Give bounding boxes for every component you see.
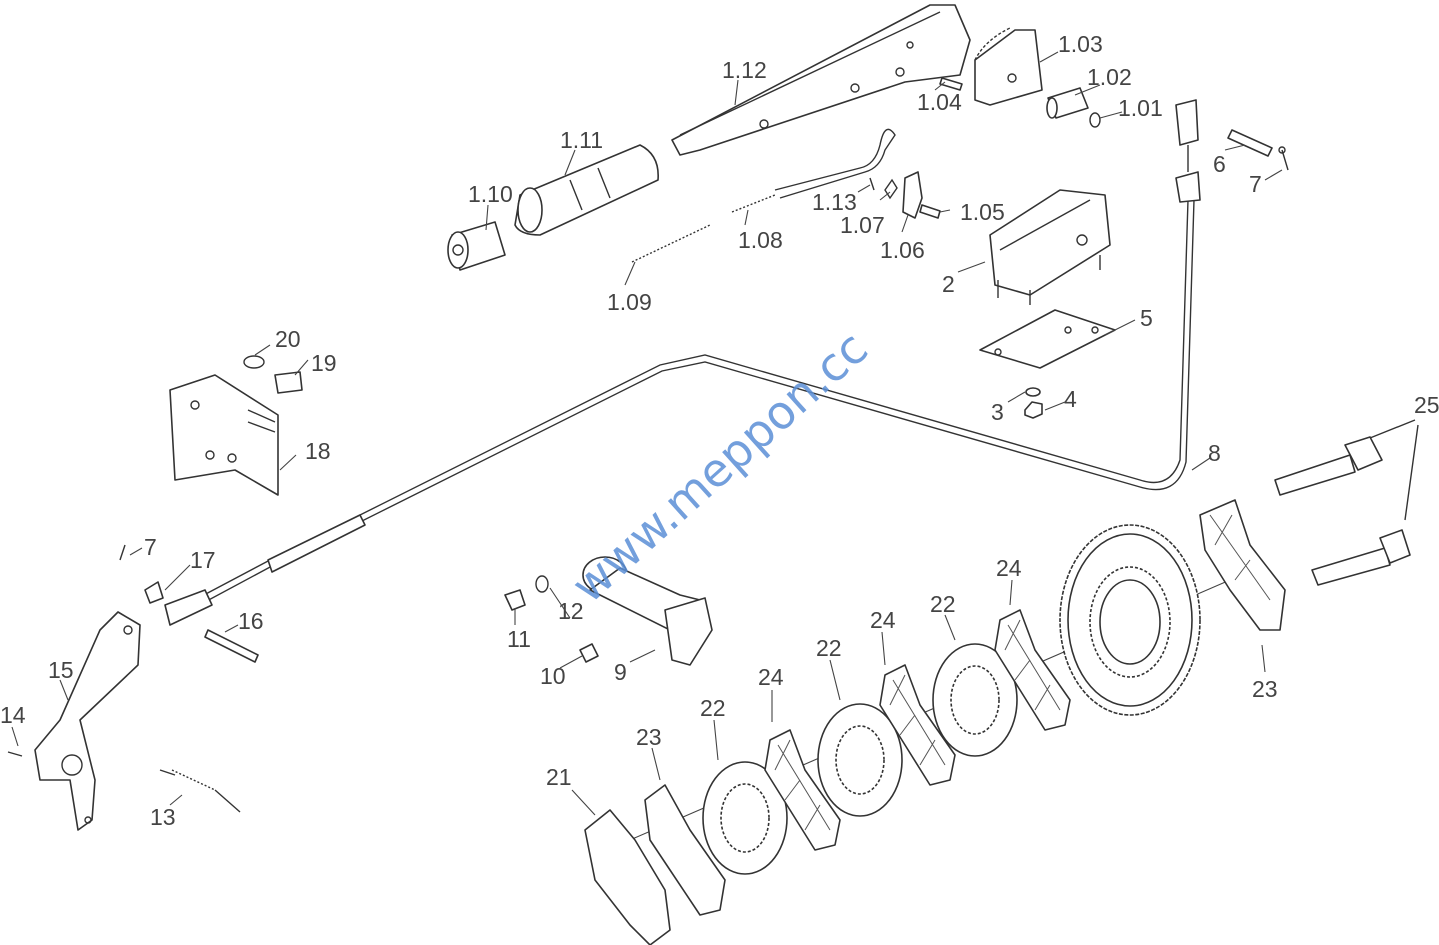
disc-spline: [950, 665, 1000, 735]
part-label: 8: [1208, 440, 1221, 466]
part-label: 24: [870, 607, 896, 633]
brake-disc-stack: [584, 499, 1286, 945]
part-label: 1.10: [468, 181, 513, 207]
part-cable: [164, 99, 1201, 626]
part-label: 17: [190, 547, 216, 573]
part-label: 23: [636, 724, 662, 750]
part-label: 7: [144, 534, 157, 560]
brake-pad: [764, 729, 841, 851]
part-label: 25: [1414, 392, 1439, 418]
part-pad-holder: [1199, 499, 1286, 631]
part-brake-lever: [7, 544, 259, 831]
part-label: 12: [558, 598, 584, 624]
part-handle-arm: [671, 4, 971, 156]
part-label: 1.05: [960, 199, 1005, 225]
brake-pad: [994, 609, 1071, 731]
disc-spline: [720, 783, 770, 853]
part-mount-plate: [169, 355, 303, 496]
part-pad-holder: [644, 784, 726, 916]
part-label: 24: [758, 664, 784, 690]
friction-hatch: [889, 674, 946, 766]
part-cam-shaft: [504, 556, 713, 666]
part-label: 5: [1140, 305, 1153, 331]
part-label: 1.11: [560, 127, 603, 153]
part-label: 4: [1064, 386, 1077, 412]
part-pins: [939, 77, 1289, 171]
part-springs: [631, 128, 941, 263]
part-label: 1.02: [1087, 64, 1132, 90]
part-label: 1.04: [917, 89, 962, 115]
part-label: 22: [930, 591, 956, 617]
part-label: 16: [238, 608, 264, 634]
friction-hatch: [774, 739, 831, 831]
part-label: 1.06: [880, 237, 925, 263]
part-label: 11: [507, 626, 531, 652]
part-label: 6: [1213, 151, 1226, 177]
part-bolts: [1274, 419, 1419, 586]
part-ratchet-sector: [974, 27, 1043, 106]
part-label: 1.07: [840, 212, 885, 238]
part-gear: [1059, 524, 1201, 716]
friction-hatch: [1004, 619, 1061, 711]
part-label: 1.12: [722, 57, 767, 83]
part-end-plate: [584, 809, 671, 945]
part-label: 13: [150, 804, 176, 830]
part-label: 24: [996, 555, 1022, 581]
part-label: 14: [0, 702, 26, 728]
part-label: 21: [546, 764, 572, 790]
part-label: 1.01: [1118, 95, 1163, 121]
part-label: 9: [614, 659, 627, 685]
part-label: 1.13: [812, 189, 857, 215]
part-label: 22: [700, 695, 726, 721]
part-label: 1.08: [738, 227, 783, 253]
part-label: 23: [1252, 676, 1278, 702]
friction-hatch: [1209, 514, 1271, 601]
part-plate: [979, 309, 1116, 419]
part-label: 22: [816, 635, 842, 661]
part-knob: [447, 221, 506, 271]
disc-spline: [835, 725, 885, 795]
watermark: www.meppon.cc: [561, 321, 878, 614]
part-label: 18: [305, 438, 331, 464]
part-label: 19: [311, 350, 337, 376]
part-bracket: [989, 189, 1111, 305]
part-label: 7: [1249, 171, 1262, 197]
part-label: 1.09: [607, 289, 652, 315]
part-label: 1.03: [1058, 31, 1103, 57]
part-label: 10: [540, 663, 566, 689]
part-label: 3: [991, 399, 1004, 425]
part-label: 2: [942, 271, 955, 297]
part-label: 20: [275, 326, 301, 352]
part-label: 15: [48, 657, 74, 683]
brake-pad: [879, 664, 956, 786]
part-sleeve: [514, 144, 659, 236]
